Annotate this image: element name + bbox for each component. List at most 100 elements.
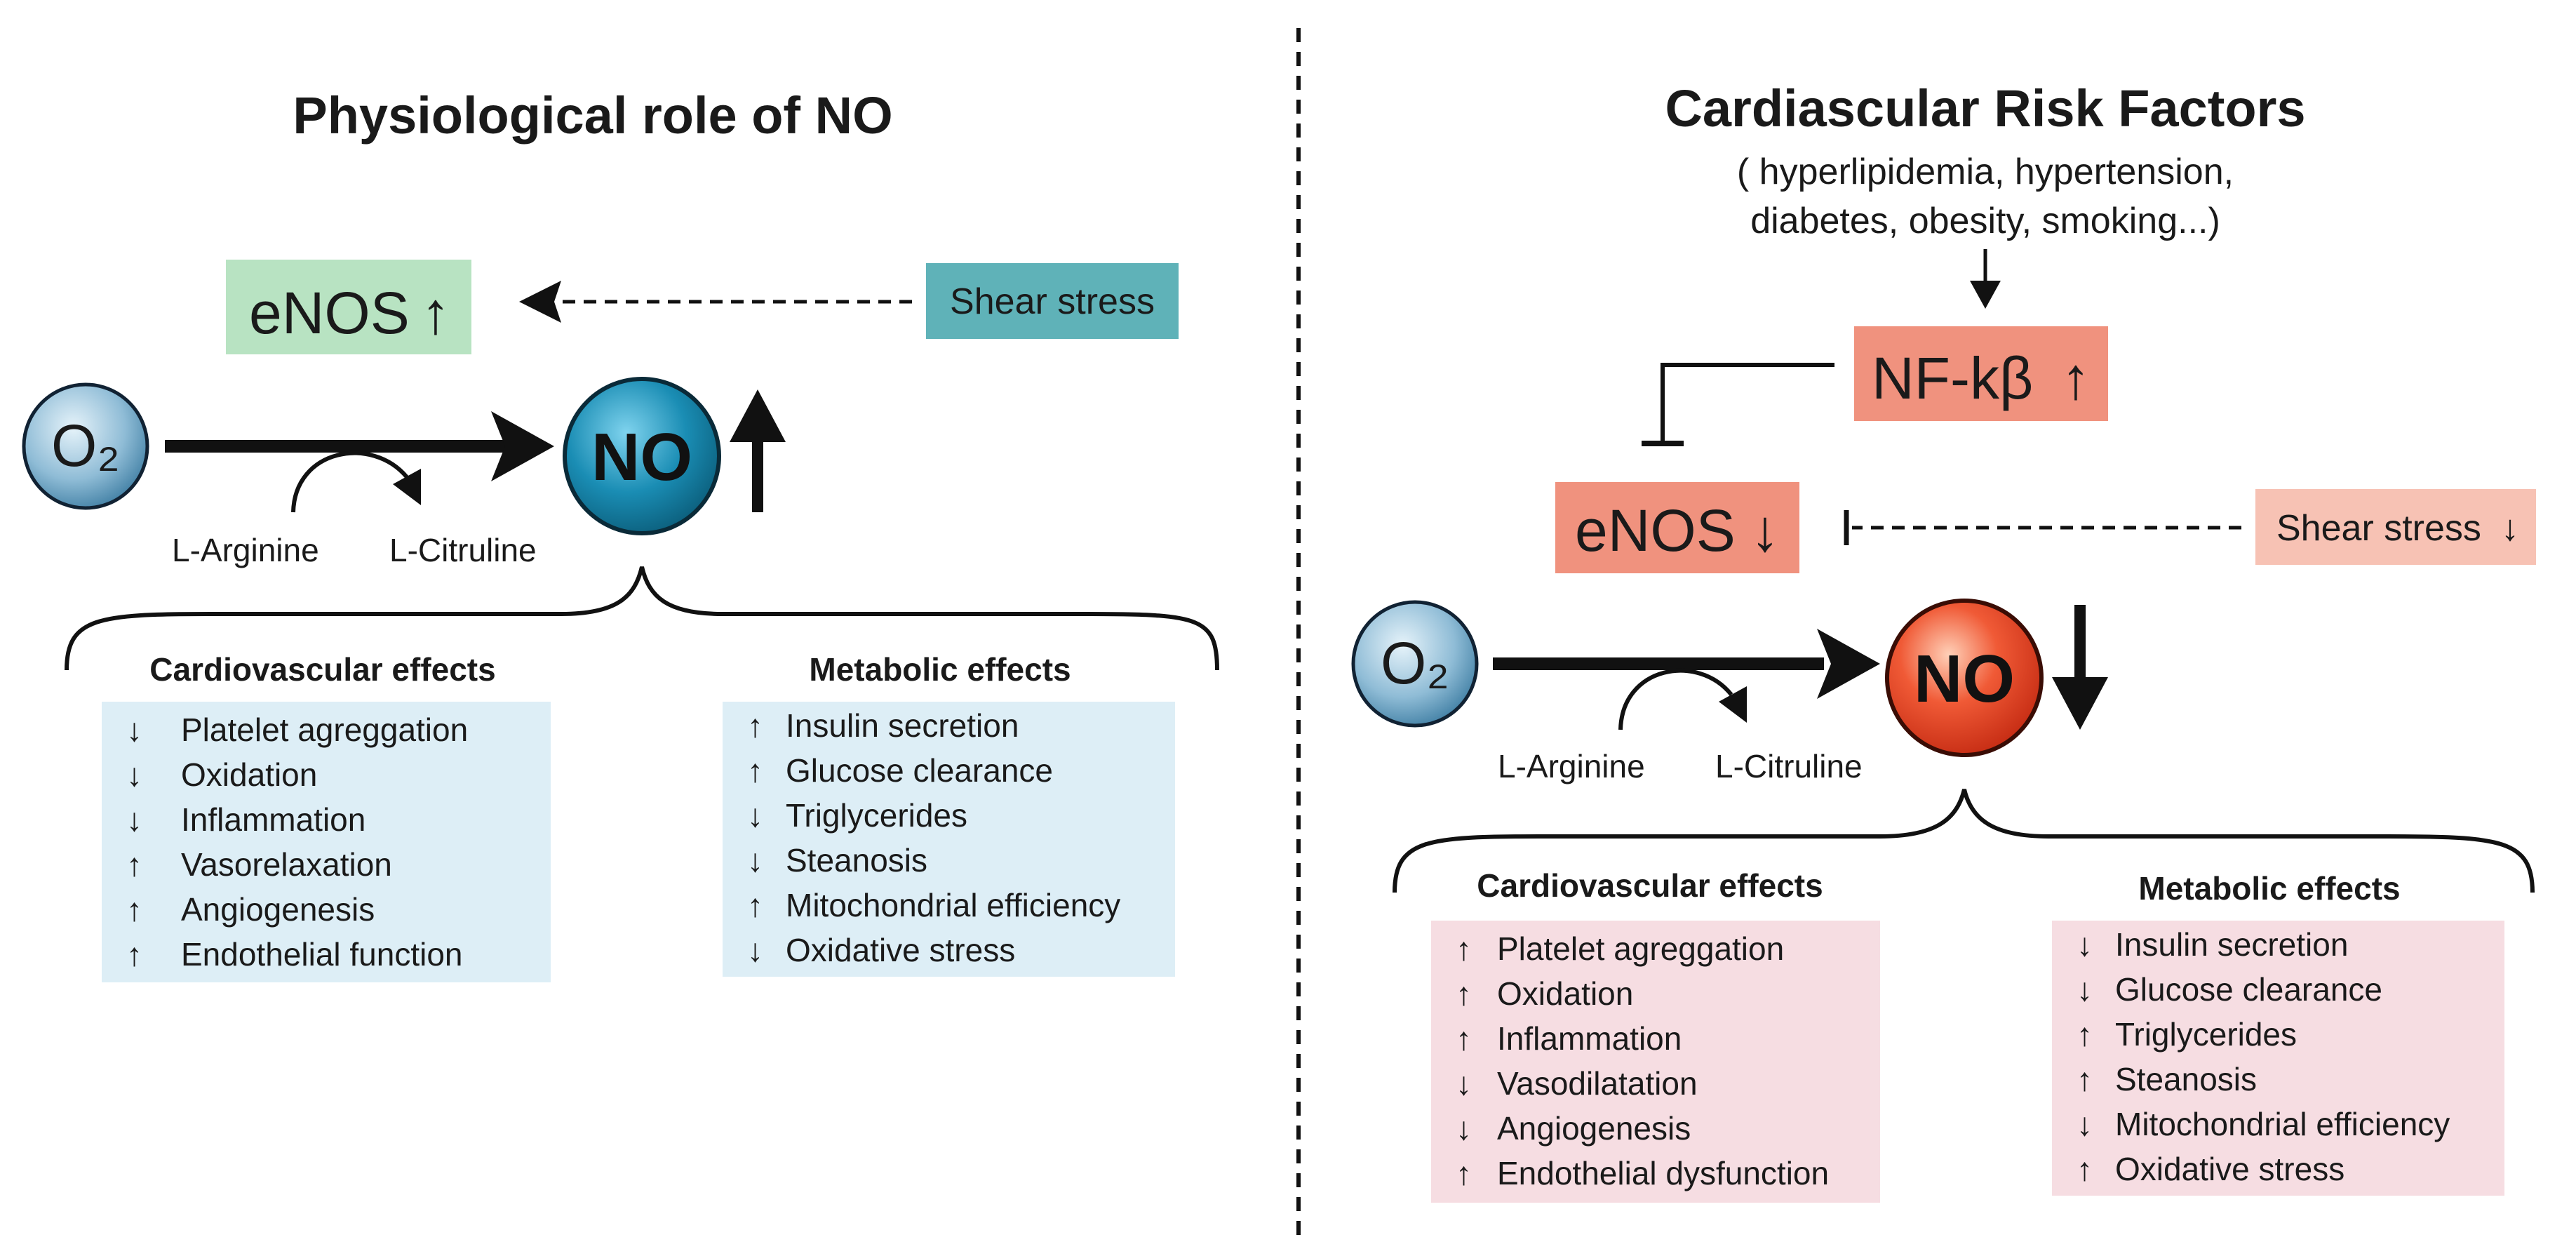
list-arrow-icon: ↑ bbox=[2077, 1151, 2093, 1187]
list-arrow-icon: ↑ bbox=[747, 887, 763, 923]
list-arrow-icon: ↓ bbox=[126, 712, 142, 748]
list-item: Endothelial function bbox=[181, 936, 463, 973]
right-enos-down-arrow-icon: ↓ bbox=[1750, 497, 1780, 563]
left-conversion-arrowhead-icon bbox=[393, 469, 421, 505]
list-arrow-icon: ↓ bbox=[747, 932, 763, 968]
list-arrow-icon: ↑ bbox=[126, 846, 142, 883]
list-arrow-icon: ↑ bbox=[2077, 1016, 2093, 1053]
nfkb-label: NF-kβ bbox=[1872, 345, 2033, 411]
list-arrow-icon: ↓ bbox=[747, 842, 763, 879]
right-product-label: L-Citruline bbox=[1715, 748, 1863, 784]
list-item: Steanosis bbox=[2115, 1061, 2257, 1097]
list-arrow-icon: ↑ bbox=[1456, 930, 1472, 967]
right-o2-circle bbox=[1351, 600, 1479, 728]
right-title: Cardiascular Risk Factors bbox=[1665, 79, 2305, 138]
right-o2-label: O₂ bbox=[1381, 630, 1449, 696]
left-panel: Physiological role of NO eNOS ↑ Shear st… bbox=[22, 86, 1219, 982]
list-item: Vasorelaxation bbox=[181, 846, 392, 883]
left-cardio-list: ↓ Platelet agreggation ↓ Oxidation ↓ Inf… bbox=[126, 712, 468, 973]
list-arrow-icon: ↑ bbox=[126, 891, 142, 928]
list-arrow-icon: ↓ bbox=[126, 801, 142, 838]
left-shear-arrowhead-icon bbox=[519, 281, 561, 323]
left-no-label: NO bbox=[591, 420, 692, 495]
right-metabolic-list-bg bbox=[2052, 921, 2504, 1196]
right-enos-label: eNOS bbox=[1575, 497, 1736, 563]
nfkb-box bbox=[1854, 326, 2108, 421]
list-item: Insulin secretion bbox=[2115, 926, 2348, 963]
left-shear-box bbox=[926, 263, 1179, 339]
list-item: Triglycerides bbox=[786, 797, 967, 834]
list-arrow-icon: ↓ bbox=[747, 797, 763, 834]
right-no-down-arrow-icon bbox=[2052, 677, 2108, 730]
left-brace bbox=[65, 566, 1219, 671]
risk-to-nfkb-arrowhead-icon bbox=[1970, 281, 2001, 309]
list-item: Oxidation bbox=[181, 756, 317, 793]
right-brace bbox=[1393, 789, 2535, 893]
list-item: Endothelial dysfunction bbox=[1497, 1155, 1829, 1191]
right-substrate-label: L-Arginine bbox=[1498, 748, 1645, 784]
left-metabolic-list: ↑ Insulin secretion ↑ Glucose clearance … bbox=[747, 707, 1120, 968]
list-item: Inflammation bbox=[181, 801, 365, 838]
right-cardio-heading: Cardiovascular effects bbox=[1477, 867, 1823, 904]
right-conversion-curve bbox=[1618, 668, 1733, 730]
left-main-arrowhead-icon bbox=[491, 411, 554, 481]
right-metabolic-list: ↓ Insulin secretion ↓ Glucose clearance … bbox=[2077, 926, 2450, 1187]
list-arrow-icon: ↑ bbox=[1456, 1020, 1472, 1057]
list-item: Platelet agreggation bbox=[1497, 930, 1784, 967]
risk-factors-line-1: ( hyperlipidemia, hypertension, bbox=[1737, 152, 2234, 192]
right-shear-box bbox=[2255, 489, 2536, 565]
list-item: Mitochondrial efficiency bbox=[786, 887, 1120, 923]
list-item: Glucose clearance bbox=[786, 752, 1053, 789]
left-substrate-label: L-Arginine bbox=[172, 532, 319, 568]
list-arrow-icon: ↓ bbox=[1456, 1065, 1472, 1102]
right-shear-down-arrow-icon: ↓ bbox=[2501, 508, 2519, 549]
left-no-up-arrow-icon bbox=[730, 389, 786, 442]
nfkb-inhibits-enos-line bbox=[1661, 363, 1834, 442]
right-no-label: NO bbox=[1914, 641, 2015, 716]
list-item: Vasodilatation bbox=[1497, 1065, 1698, 1102]
list-arrow-icon: ↑ bbox=[2077, 1061, 2093, 1097]
list-item: Insulin secretion bbox=[786, 707, 1019, 744]
list-arrow-icon: ↓ bbox=[2077, 926, 2093, 963]
right-cardio-list-bg bbox=[1431, 921, 1880, 1203]
list-arrow-icon: ↑ bbox=[747, 707, 763, 744]
list-item: Oxidative stress bbox=[786, 932, 1015, 968]
list-item: Triglycerides bbox=[2115, 1016, 2297, 1053]
left-no-circle bbox=[563, 377, 721, 535]
list-item: Oxidation bbox=[1497, 975, 1633, 1012]
left-enos-up-arrow-icon: ↑ bbox=[421, 280, 450, 346]
left-enos-box bbox=[226, 260, 471, 354]
list-item: Oxidative stress bbox=[2115, 1151, 2344, 1187]
left-cardio-list-bg bbox=[102, 702, 551, 982]
list-arrow-icon: ↓ bbox=[126, 756, 142, 793]
list-item: Angiogenesis bbox=[1497, 1110, 1691, 1147]
list-arrow-icon: ↑ bbox=[1456, 975, 1472, 1012]
left-o2-circle bbox=[22, 382, 149, 510]
right-main-arrowhead-icon bbox=[1817, 629, 1880, 699]
list-item: Steanosis bbox=[786, 842, 927, 879]
left-conversion-curve bbox=[291, 450, 409, 513]
right-cardio-list: ↑ Platelet agreggation ↑ Oxidation ↑ Inf… bbox=[1456, 930, 1829, 1191]
right-panel: Cardiascular Risk Factors ( hyperlipidem… bbox=[1351, 79, 2536, 1203]
right-conversion-arrowhead-icon bbox=[1719, 686, 1747, 723]
list-arrow-icon: ↑ bbox=[1456, 1155, 1472, 1191]
left-enos-label: eNOS bbox=[249, 280, 410, 346]
left-product-label: L-Citruline bbox=[389, 532, 537, 568]
left-metabolic-heading: Metabolic effects bbox=[809, 651, 1071, 688]
list-item: Angiogenesis bbox=[181, 891, 375, 928]
left-o2-label: O₂ bbox=[51, 413, 120, 479]
right-enos-box bbox=[1555, 482, 1799, 573]
list-item: Mitochondrial efficiency bbox=[2115, 1106, 2450, 1142]
list-arrow-icon: ↑ bbox=[126, 936, 142, 973]
nfkb-up-arrow-icon: ↑ bbox=[2061, 345, 2091, 411]
list-arrow-icon: ↓ bbox=[2077, 971, 2093, 1008]
list-item: Platelet agreggation bbox=[181, 712, 468, 748]
left-cardio-heading: Cardiovascular effects bbox=[149, 651, 495, 688]
left-metabolic-list-bg bbox=[723, 702, 1175, 977]
left-title: Physiological role of NO bbox=[293, 86, 892, 145]
right-metabolic-heading: Metabolic effects bbox=[2138, 870, 2400, 907]
risk-factors-line-2: diabetes, obesity, smoking...) bbox=[1750, 201, 2220, 241]
left-shear-label: Shear stress bbox=[950, 281, 1155, 322]
list-arrow-icon: ↓ bbox=[1456, 1110, 1472, 1147]
